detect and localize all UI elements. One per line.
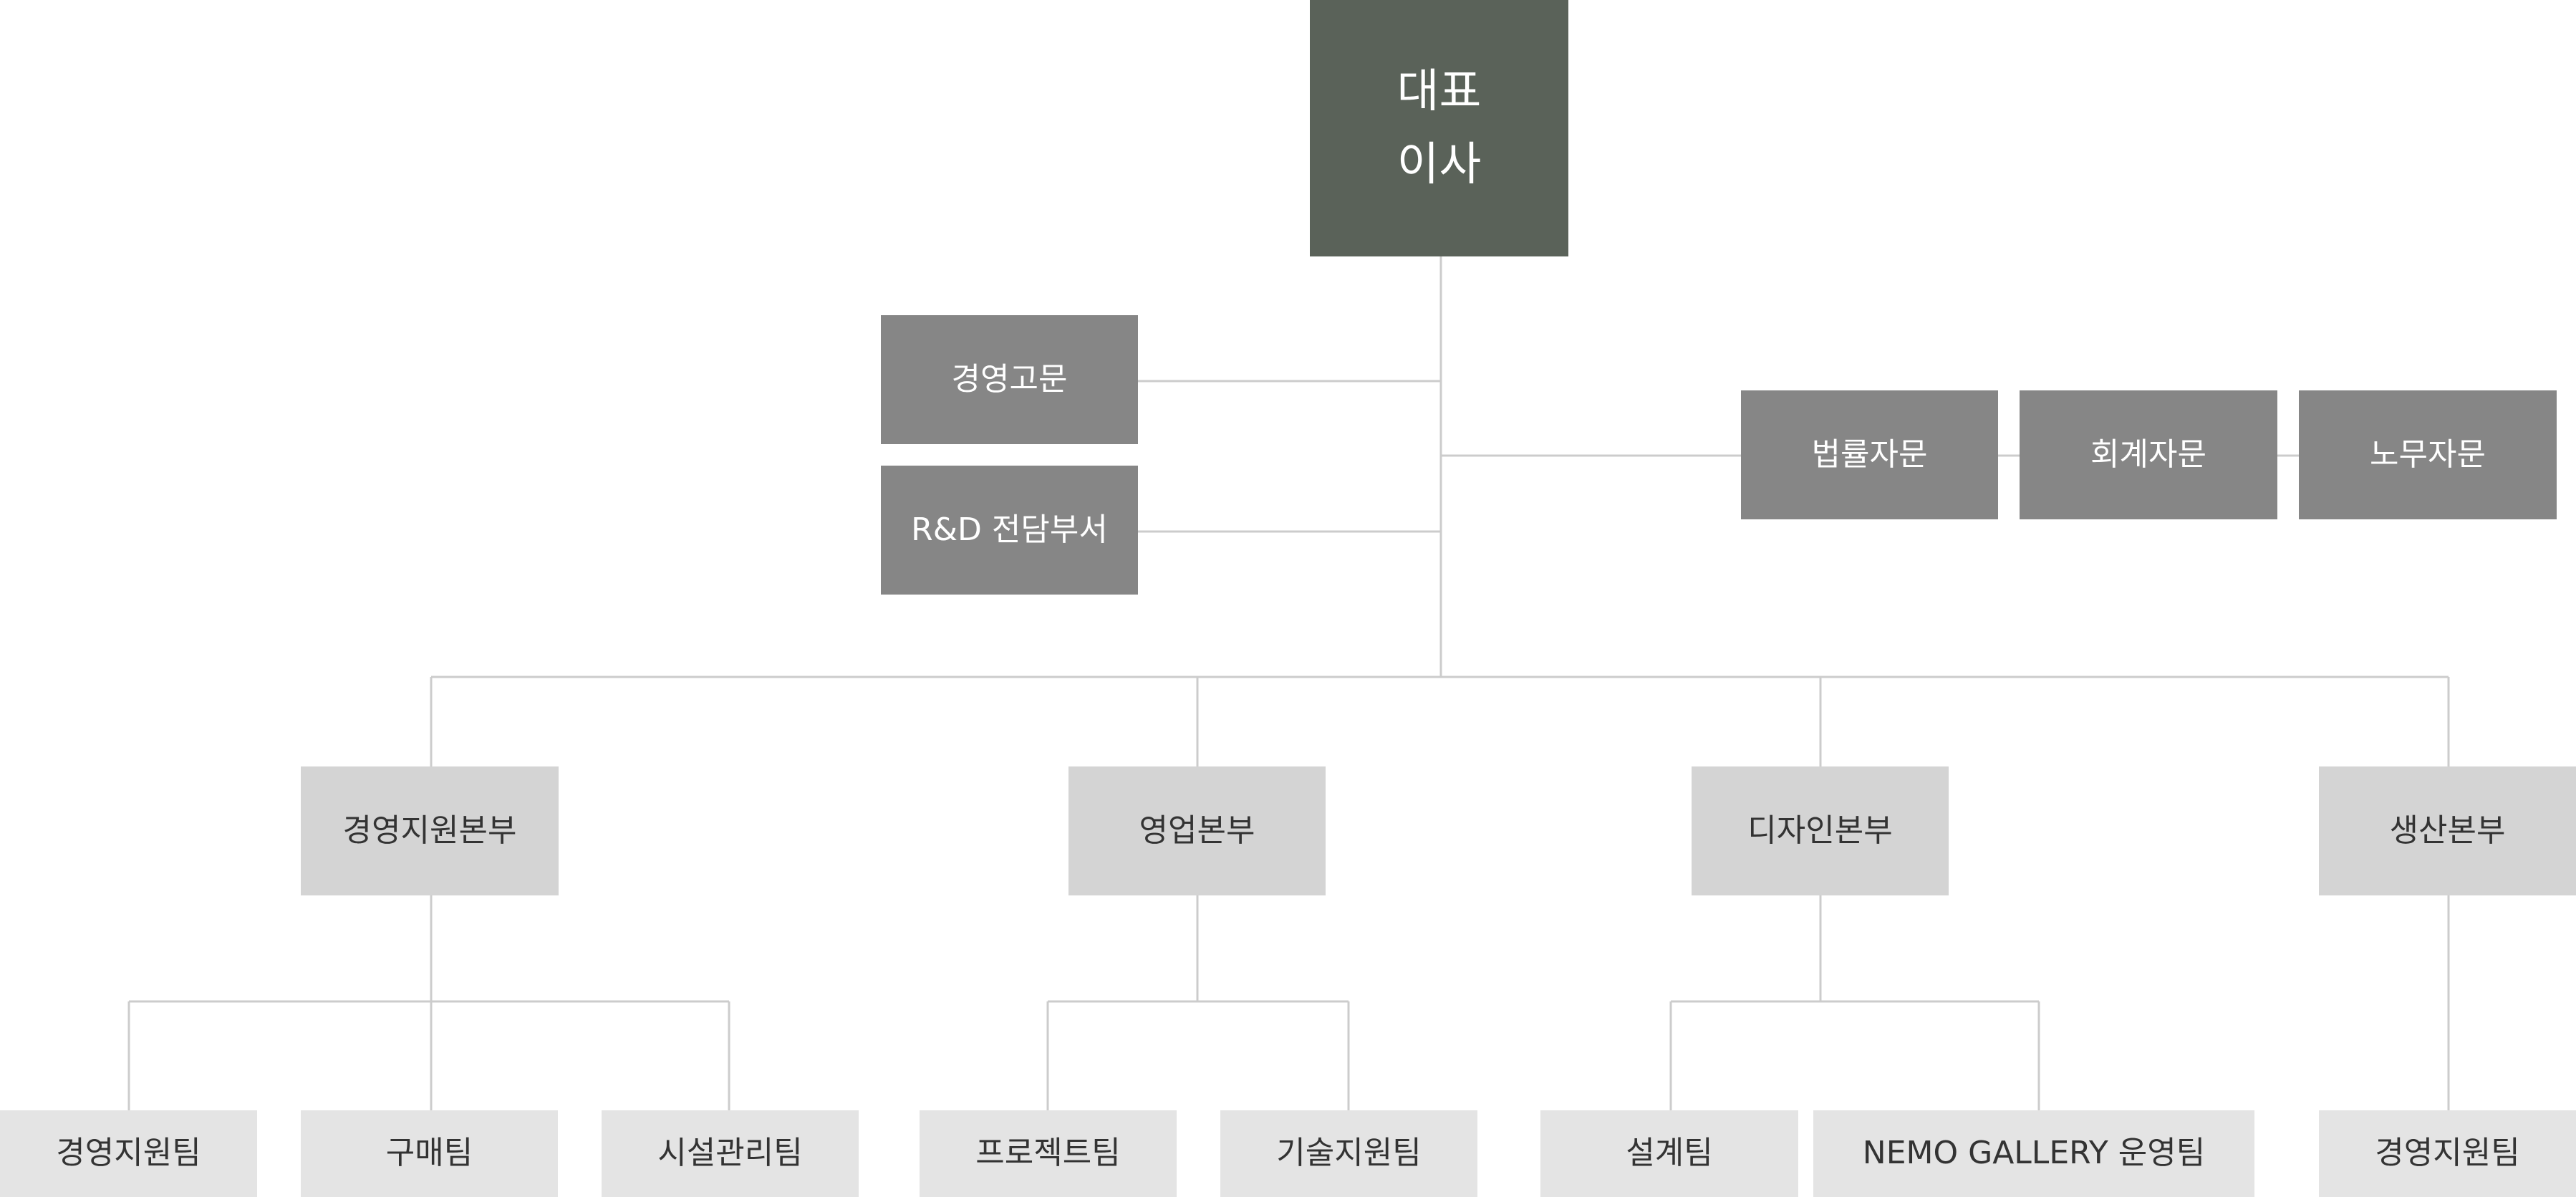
advisor-box-management: 경영고문: [881, 315, 1138, 444]
ceo-box: 대표 이사: [1310, 0, 1568, 256]
division-box-sales: 영업본부: [1068, 766, 1326, 895]
advisor-label: 노무자문: [2370, 436, 2486, 473]
advisor-label: 경영고문: [951, 360, 1068, 398]
division-label: 생산본부: [2389, 812, 2506, 849]
advisor-label: R&D 전담부서: [911, 511, 1108, 548]
team-box-tech-support: 기술지원팀: [1220, 1110, 1477, 1197]
division-box-production: 생산본부: [2319, 766, 2576, 895]
division-box-design: 디자인본부: [1692, 766, 1949, 895]
team-label: 기술지원팀: [1276, 1135, 1422, 1172]
advisor-box-rnd: R&D 전담부서: [881, 466, 1138, 595]
division-label: 경영지원본부: [342, 812, 517, 849]
team-box-production-support: 경영지원팀: [2319, 1110, 2576, 1197]
team-box-design: 설계팀: [1540, 1110, 1798, 1197]
advisor-box-legal: 법률자문: [1741, 390, 1998, 519]
team-label: 설계팀: [1626, 1135, 1713, 1172]
team-box-facilities: 시설관리팀: [602, 1110, 859, 1197]
team-label: 경영지원팀: [56, 1135, 201, 1172]
team-label: 프로젝트팀: [975, 1135, 1121, 1172]
team-box-purchasing: 구매팀: [301, 1110, 558, 1197]
division-label: 영업본부: [1139, 812, 1255, 849]
advisor-box-accounting: 회계자문: [2020, 390, 2277, 519]
team-box-management-support: 경영지원팀: [0, 1110, 257, 1197]
team-label: 경영지원팀: [2375, 1135, 2520, 1172]
advisor-label: 회계자문: [2090, 436, 2206, 473]
division-box-management-support: 경영지원본부: [301, 766, 559, 895]
team-box-project: 프로젝트팀: [920, 1110, 1177, 1197]
advisor-box-labor: 노무자문: [2299, 390, 2557, 519]
team-label: 구매팀: [385, 1135, 473, 1172]
ceo-label-line2: 이사: [1396, 138, 1482, 191]
ceo-label-line1: 대표: [1396, 65, 1482, 118]
team-box-gallery: NEMO GALLERY 운영팀: [1813, 1110, 2254, 1197]
division-label: 디자인본부: [1747, 812, 1893, 849]
team-label: NEMO GALLERY 운영팀: [1862, 1135, 2206, 1172]
team-label: 시설관리팀: [657, 1135, 803, 1172]
advisor-label: 법률자문: [1811, 436, 1928, 473]
